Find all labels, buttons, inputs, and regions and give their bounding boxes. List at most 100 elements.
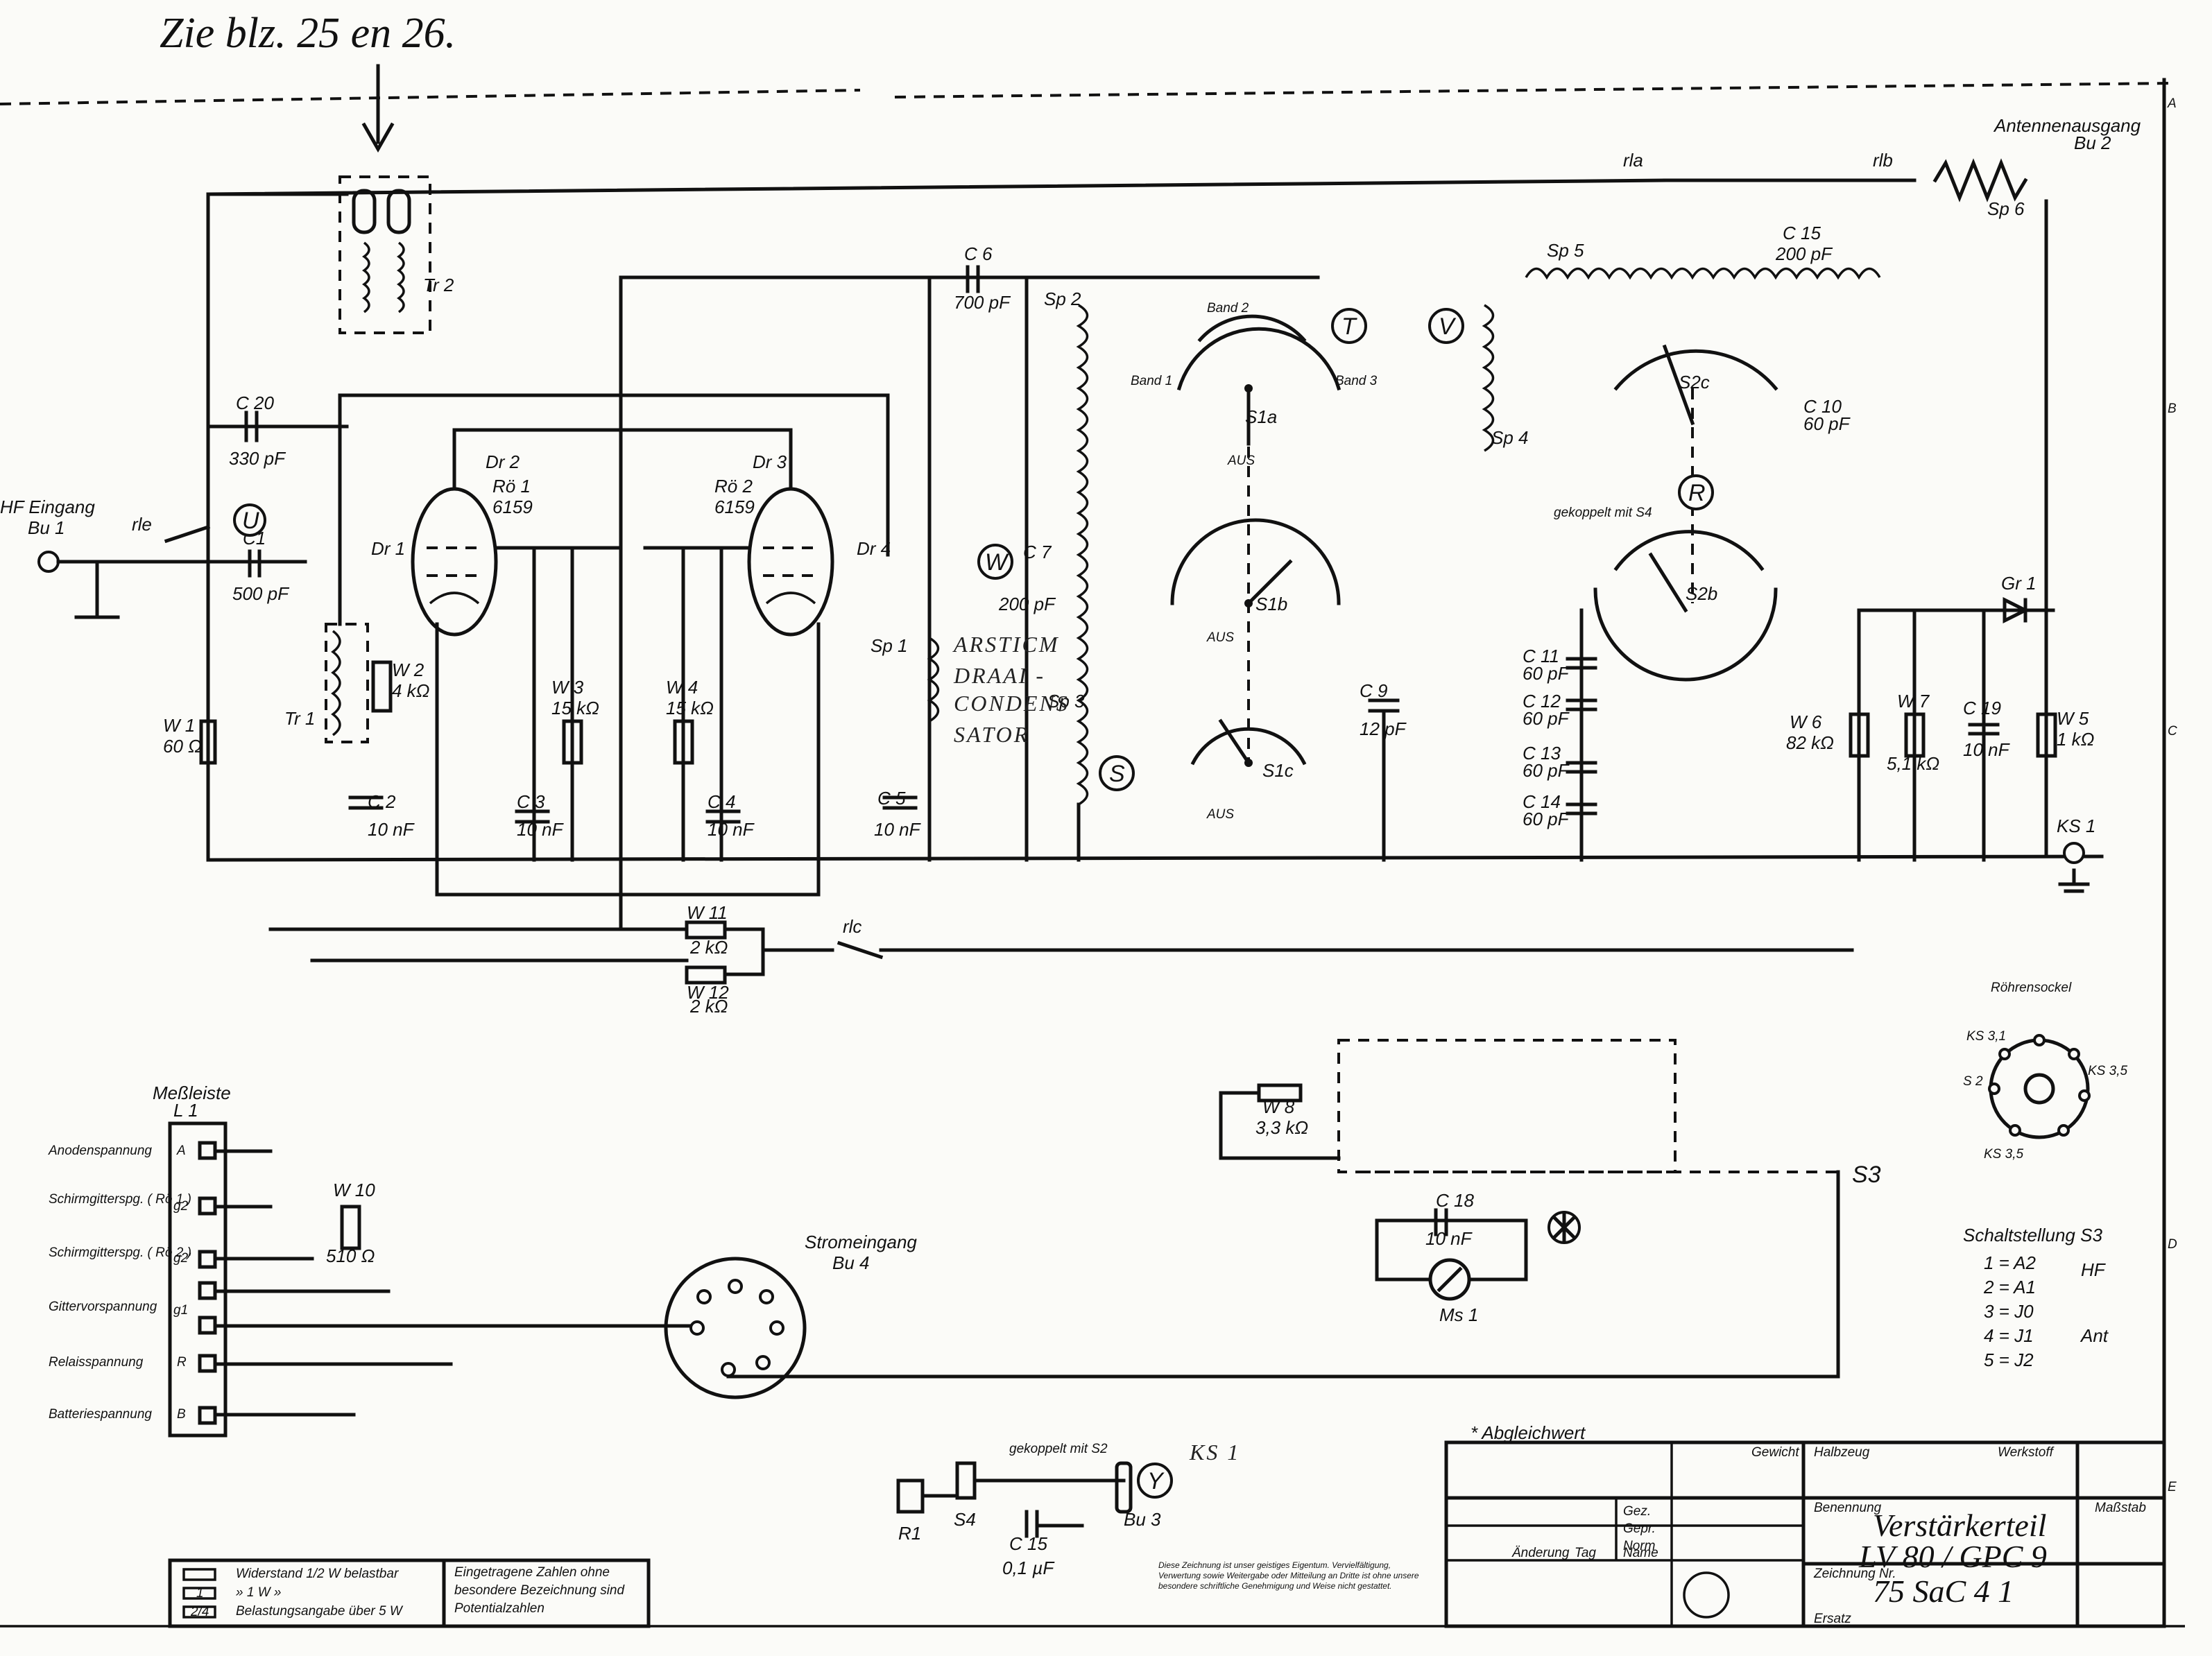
c1-value: 500 pF	[232, 583, 290, 604]
w4-label: W 4	[666, 677, 698, 698]
tube-ro1	[411, 487, 498, 637]
grid-mark: D	[2168, 1237, 2177, 1252]
c15b-label: C 15	[1009, 1533, 1047, 1554]
socket-pin-label: S 2	[1963, 1074, 1983, 1089]
ro2-type: 6159	[714, 497, 755, 517]
ground-rail	[206, 854, 2104, 862]
s1a-label: S1a	[1245, 406, 1277, 427]
s1b-label: S1b	[1255, 594, 1287, 614]
aenderung-label: Änderung	[1511, 1546, 1570, 1560]
marker-s-label: S	[1109, 761, 1125, 787]
socket-pin-label: KS 3,5	[1984, 1147, 2023, 1162]
band1-label: Band 1	[1131, 374, 1172, 388]
c11-value: 60 pF	[1523, 663, 1570, 684]
marker-v-label: V	[1439, 313, 1457, 340]
handwritten-scribble-1: ARSTICM	[952, 632, 1060, 657]
c5-label: C 5	[877, 788, 906, 809]
drawing-number: 75 SaC 4 1	[1873, 1573, 2014, 1609]
w1-label: W 1	[163, 715, 195, 736]
c12-value: 60 pF	[1523, 708, 1570, 729]
c20-value: 330 pF	[229, 448, 286, 469]
sp1-coil	[927, 637, 940, 723]
stromeingang-label: Stromeingang	[805, 1232, 917, 1252]
tr1-transformer	[325, 623, 393, 743]
c9-value: 12 pF	[1360, 718, 1407, 739]
grid-mark: A	[2167, 96, 2177, 111]
c18-ms1-loop	[1375, 1208, 1528, 1301]
w11-value: 2 kΩ	[689, 937, 728, 958]
c3-value: 10 nF	[517, 819, 565, 840]
s2c-switch	[1613, 344, 1778, 426]
w8-value: 3,3 kΩ	[1255, 1117, 1308, 1138]
c10-value: 60 pF	[1803, 413, 1851, 434]
gez-label: Gez.	[1623, 1504, 1651, 1519]
rlc-label: rlc	[843, 916, 861, 937]
rla-label: rla	[1623, 150, 1643, 171]
c11-c14-column	[1566, 608, 1597, 862]
w10-label: W 10	[333, 1180, 375, 1200]
c10-label: C 10	[1803, 396, 1842, 417]
c13-value: 60 pF	[1523, 760, 1570, 781]
sp5-label: Sp 5	[1547, 240, 1584, 261]
w10-value: 510 Ω	[326, 1245, 375, 1266]
marker-y	[1137, 1463, 1173, 1499]
marker-u-label: U	[242, 508, 259, 534]
w12-value: 2 kΩ	[689, 996, 728, 1017]
schaltstellung-title: Schaltstellung S3	[1963, 1225, 2102, 1245]
dr4-label: Dr 4	[857, 538, 891, 559]
bu4-connector	[664, 1257, 807, 1399]
marker-r-label: R	[1688, 480, 1706, 506]
c7-value: 200 pF	[998, 594, 1056, 614]
asterisk-marker-icon	[1547, 1211, 1581, 1244]
s3-switch-area	[726, 1039, 1840, 1379]
copyright-box: Diese Zeichnung ist unser geistiges Eige…	[1158, 1560, 1419, 1591]
handwritten-scribble-3: CONDENS	[954, 691, 1070, 716]
c5-value: 10 nF	[874, 819, 922, 840]
c15-value: 200 pF	[1775, 243, 1833, 264]
c19-value: 10 nF	[1963, 739, 2011, 760]
grid-mark: B	[2168, 402, 2177, 416]
c2-label: C 2	[368, 791, 396, 812]
benennung-label: Benennung	[1814, 1501, 1882, 1515]
ms1-label: Ms 1	[1439, 1304, 1478, 1325]
socket-pin-label: KS 3,5	[2088, 1064, 2127, 1078]
abgleichwert-label: * Abgleichwert	[1471, 1422, 1586, 1443]
messleiste-title: Meßleiste	[153, 1083, 231, 1103]
band3-label: Band 3	[1335, 374, 1378, 388]
c20-capacitor	[244, 411, 307, 442]
bu2-label: Bu 2	[2074, 132, 2111, 153]
sp1-label: Sp 1	[871, 635, 908, 656]
marker-t-label: T	[1341, 313, 1357, 340]
marker-u	[233, 503, 266, 537]
schaltstellung-ant: Ant	[2080, 1325, 2109, 1346]
messleiste-row-label: Schirmgitterspg. ( Rö 1 )	[49, 1192, 191, 1207]
w1-value: 60 Ω	[163, 736, 202, 757]
handwritten-note: Zie blz. 25 en 26.	[160, 10, 456, 57]
gewicht-label: Gewicht	[1751, 1445, 1799, 1460]
schaltstellung-row: 4 = J1	[1984, 1325, 2034, 1346]
name-label: Name	[1623, 1546, 1658, 1560]
c11-label: C 11	[1523, 646, 1559, 666]
c13-label: C 13	[1523, 743, 1561, 764]
s2c-label: S2c	[1679, 372, 1710, 393]
w6-value: 82 kΩ	[1786, 732, 1834, 753]
copyright-note: Diese Zeichnung ist unser geistiges Eige…	[1158, 1560, 1419, 1591]
tube-ro2	[747, 487, 834, 637]
c2-value: 10 nF	[368, 819, 415, 840]
c15b-value: 0,1 µF	[1002, 1558, 1055, 1578]
w7-value: 5,1 kΩ	[1887, 753, 1939, 774]
legend-row: » 1 W »	[236, 1585, 281, 1600]
hf-input-section	[37, 192, 349, 862]
messleiste-pin: g2	[173, 1199, 189, 1214]
marker-w	[977, 544, 1013, 580]
schaltstellung-hf: HF	[2081, 1259, 2107, 1280]
tube-socket-diagram	[1988, 1034, 2091, 1139]
s1a-aus-label: AUS	[1227, 454, 1255, 468]
grid-mark: C	[2168, 724, 2177, 739]
grid-mark: E	[2168, 1480, 2177, 1494]
sp2-label: Sp 2	[1044, 288, 1081, 309]
ground-icon	[2058, 868, 2090, 893]
bu3-label: Bu 3	[1124, 1509, 1161, 1530]
rlb-label: rlb	[1873, 150, 1893, 171]
messleiste-id: L 1	[173, 1100, 198, 1121]
